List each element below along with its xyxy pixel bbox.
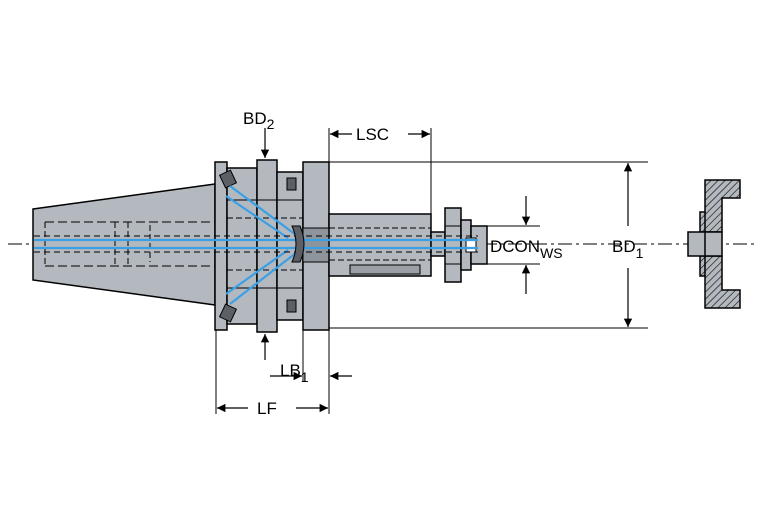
lb1-dimension — [270, 330, 352, 414]
section-view — [687, 179, 741, 309]
arbor — [328, 213, 446, 277]
dcon-ws-dimension — [480, 196, 540, 294]
coolant-seal — [291, 225, 305, 263]
coolant-channels — [34, 185, 478, 305]
flange-collar — [214, 159, 304, 333]
bd1-label: BD1 — [612, 237, 644, 261]
lb1-label: LB1 — [280, 361, 309, 385]
key-nut — [444, 207, 488, 283]
lf-label: LF — [257, 399, 277, 418]
main-body — [302, 161, 330, 331]
lf-dimension — [215, 330, 328, 414]
taper-shank — [32, 183, 216, 306]
lsc-dimension — [328, 128, 432, 214]
bd2-label: BD2 — [243, 109, 275, 132]
bd1-dimension — [329, 161, 648, 329]
coolant-dash-overlay — [34, 235, 478, 253]
lsc-label: LSC — [356, 125, 389, 144]
dcon-ws-label: DCONWS — [490, 237, 563, 261]
